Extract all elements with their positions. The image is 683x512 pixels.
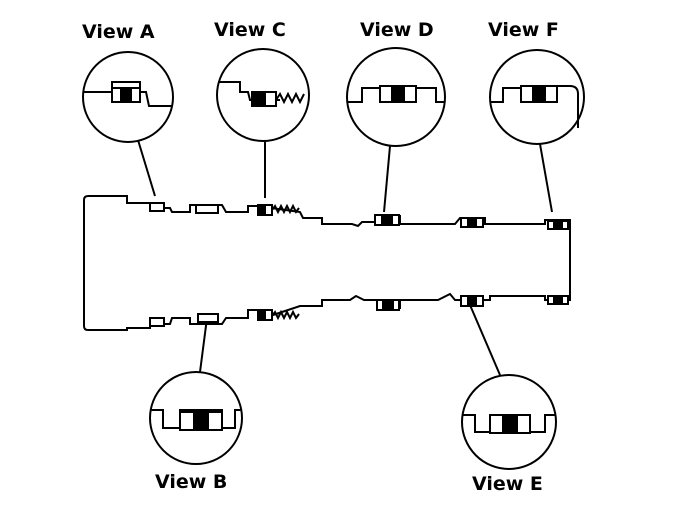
label-view-c: View C [214, 19, 286, 41]
label-view-e: View E [472, 473, 543, 495]
label-view-b: View B [155, 471, 227, 493]
detail-view-f [489, 49, 585, 213]
detail-view-e [461, 304, 557, 470]
shaft-outline [83, 195, 571, 331]
label-view-d: View D [360, 19, 434, 41]
detail-view-b [149, 317, 243, 465]
detail-view-c [216, 48, 310, 198]
label-view-a: View A [82, 21, 155, 43]
detail-view-a [82, 51, 174, 197]
detail-view-d [346, 47, 446, 213]
label-view-f: View F [488, 19, 559, 41]
